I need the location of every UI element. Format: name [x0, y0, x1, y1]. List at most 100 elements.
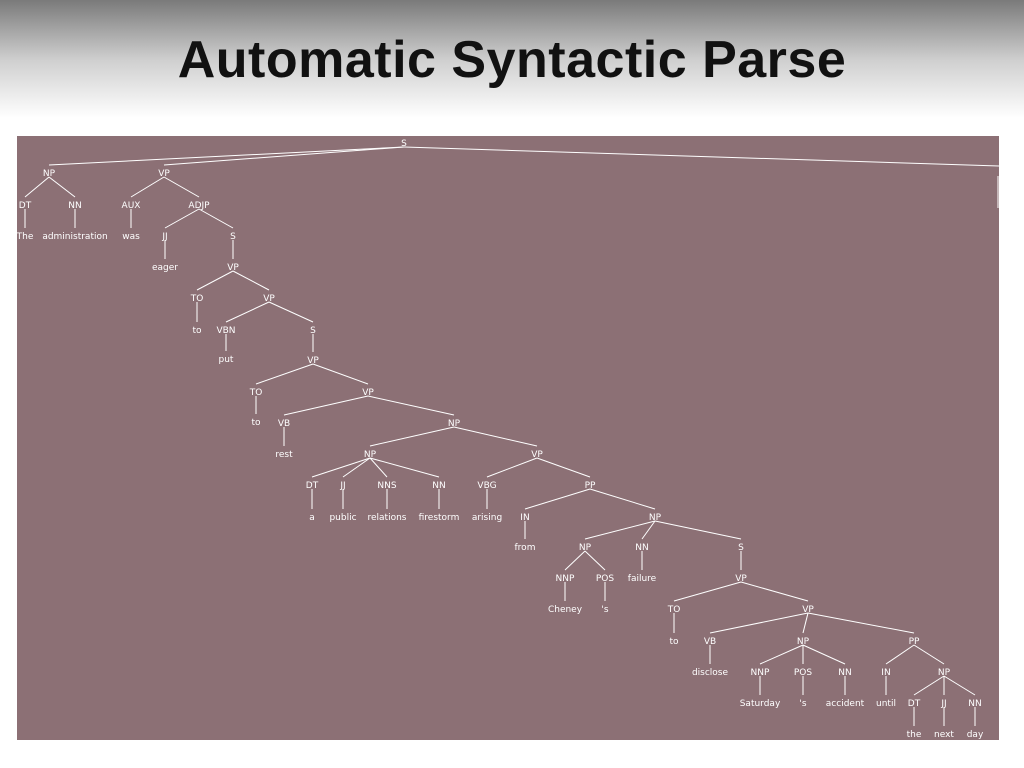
tree-word: was [122, 232, 140, 242]
tree-node-label: NP [797, 637, 810, 647]
tree-node-label: DT [908, 699, 921, 709]
tree-edge [641, 520, 656, 540]
tree-edge [654, 520, 742, 540]
tree-edge [255, 363, 314, 385]
tree-edge [913, 675, 945, 696]
tree-node-label: VP [362, 388, 374, 398]
tree-node-label: VB [704, 637, 716, 647]
tree-edge [369, 457, 440, 478]
tree-node-label: VP [802, 605, 814, 615]
tree-node-label: NN [432, 481, 445, 491]
tree-edge [268, 301, 314, 323]
tree-edge [198, 208, 234, 229]
tree-node-label: IN [881, 668, 890, 678]
tree-edge [584, 520, 656, 540]
tree-node-label: NP [364, 450, 377, 460]
tree-node-label: S [738, 543, 744, 553]
tree-node-label: VBG [477, 481, 496, 491]
tree-node-label: NP [43, 169, 56, 179]
tree-node-label: NP [448, 419, 461, 429]
tree-edge [232, 270, 270, 291]
tree-edge [802, 612, 809, 634]
tree-node-label: POS [596, 574, 615, 584]
tree-edge [943, 675, 976, 696]
tree-node-label: VP [158, 169, 170, 179]
tree-node-label: S [310, 326, 316, 336]
tree-node-label: TO [667, 605, 681, 615]
tree-node-label: ADJP [188, 201, 210, 211]
tree-edge [312, 363, 369, 385]
tree-word: The [17, 232, 34, 242]
tree-edge [283, 395, 369, 416]
tree-edge [740, 581, 809, 602]
tree-word: eager [152, 263, 178, 273]
tree-edge [759, 644, 804, 665]
tree-edge [807, 612, 915, 634]
tree-node-label: NN [635, 543, 648, 553]
tree-word: 's [601, 605, 608, 615]
tree-node-label: NP [579, 543, 592, 553]
tree-node-label: PP [909, 637, 920, 647]
tree-word: from [515, 543, 536, 553]
tree-word: firestorm [419, 513, 460, 523]
tree-node-label: POS [794, 668, 813, 678]
tree-edge [311, 457, 371, 478]
tree-node-label: TO [249, 388, 263, 398]
tree-word: to [669, 637, 679, 647]
tree-node-label: VP [531, 450, 543, 460]
tree-edge [196, 270, 234, 291]
tree-word: accident [826, 699, 865, 709]
tree-word: the [907, 730, 922, 740]
tree-edge [913, 644, 945, 665]
tree-word: relations [368, 513, 407, 523]
tree-edge [48, 146, 405, 166]
tree-edge [584, 550, 606, 571]
tree-node-label: NNP [751, 668, 770, 678]
tree-word: Saturday [740, 699, 781, 709]
tree-edge [885, 644, 915, 665]
tree-node-label: NN [968, 699, 981, 709]
tree-node-label: DT [19, 201, 32, 211]
tree-edge [163, 146, 405, 166]
tree-node-label: VBN [216, 326, 235, 336]
tree-node-label: NNP [556, 574, 575, 584]
tree-word: Cheney [548, 605, 583, 615]
tree-edge [367, 395, 455, 416]
tree-edge [486, 457, 538, 478]
tree-node-label: JJ [339, 481, 345, 491]
tree-node-label: PP [585, 481, 596, 491]
tree-edge [164, 208, 200, 229]
tree-node-label: TO [190, 294, 204, 304]
tree-word: day [967, 730, 984, 740]
tree-node-label: NN [838, 668, 851, 678]
tree-word: 's [799, 699, 806, 709]
tree-word: to [251, 418, 261, 428]
tree-edge [564, 550, 586, 571]
tree-word: administration [42, 232, 107, 242]
tree-node-label: VB [278, 419, 290, 429]
tree-word: disclose [692, 668, 729, 678]
tree-word: until [876, 699, 896, 709]
tree-edge [163, 176, 200, 198]
tree-edge [536, 457, 591, 478]
tree-edge [369, 457, 388, 478]
tree-edge [342, 457, 371, 478]
tree-word: next [934, 730, 954, 740]
tree-node-label: VP [735, 574, 747, 584]
tree-node-label: S [401, 139, 407, 149]
tree-word: arising [472, 513, 502, 523]
tree-edge [369, 426, 455, 447]
tree-word: a [309, 513, 315, 523]
tree-edge [24, 176, 50, 198]
tree-word: to [192, 326, 202, 336]
tree-word: failure [628, 574, 657, 584]
slide-title: Automatic Syntactic Parse [177, 31, 847, 89]
tree-edge [802, 644, 846, 665]
tree-word: put [219, 355, 234, 365]
tree-node-label: DT [306, 481, 319, 491]
tree-node-label: NP [938, 668, 951, 678]
tree-word: rest [275, 450, 293, 460]
tree-edge [709, 612, 809, 634]
